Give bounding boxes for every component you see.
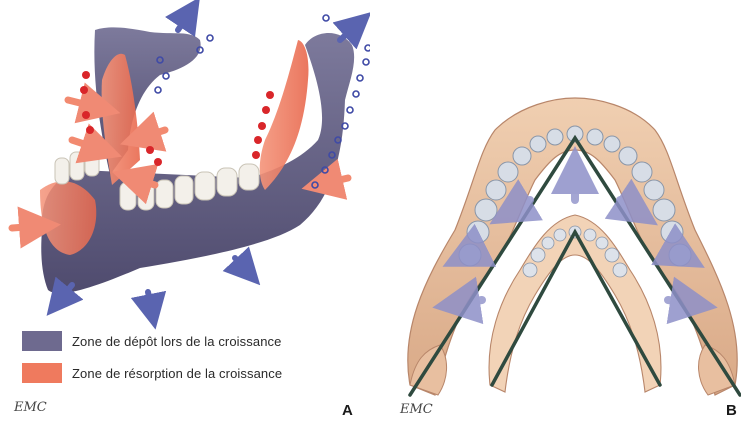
legend: Zone de dépôt lors de la croissance Zone… xyxy=(22,328,352,392)
legend-label-deposit: Zone de dépôt lors de la croissance xyxy=(72,334,281,349)
emc-logo-b: EMC xyxy=(400,402,433,417)
legend-item-deposit: Zone de dépôt lors de la croissance xyxy=(22,328,352,354)
panel-b: EMC B xyxy=(370,0,741,428)
legend-item-resorption: Zone de résorption de la croissance xyxy=(22,360,352,386)
legend-swatch-resorption xyxy=(22,363,62,383)
emc-logo: EMC xyxy=(14,400,47,415)
panel-a: Zone de dépôt lors de la croissance Zone… xyxy=(0,0,370,428)
inner-arch xyxy=(489,215,661,392)
mandible-occlusal-illustration xyxy=(370,0,741,428)
legend-label-resorption: Zone de résorption de la croissance xyxy=(72,366,282,381)
panel-letter-a: A xyxy=(342,402,353,419)
panel-letter-b: B xyxy=(726,402,737,419)
legend-swatch-deposit xyxy=(22,331,62,351)
